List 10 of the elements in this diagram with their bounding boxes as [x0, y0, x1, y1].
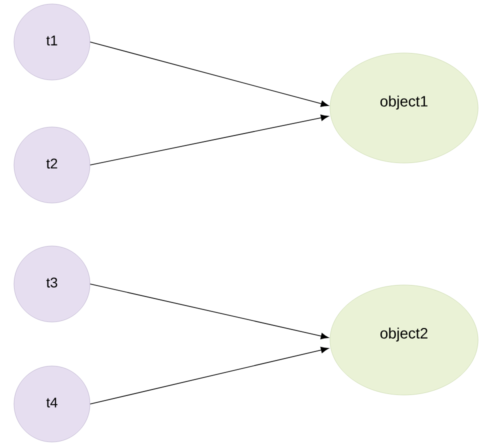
circle-node: t1: [14, 4, 90, 80]
arrow: [90, 284, 329, 340]
circle-node: t3: [14, 246, 90, 322]
circle-node: t4: [14, 366, 90, 442]
ellipse-node: object1: [330, 52, 478, 164]
arrow: [90, 114, 329, 166]
arrow: [90, 346, 329, 404]
arrow: [90, 42, 329, 107]
ellipse-node: object2: [330, 284, 478, 396]
circle-node: t2: [14, 126, 90, 204]
